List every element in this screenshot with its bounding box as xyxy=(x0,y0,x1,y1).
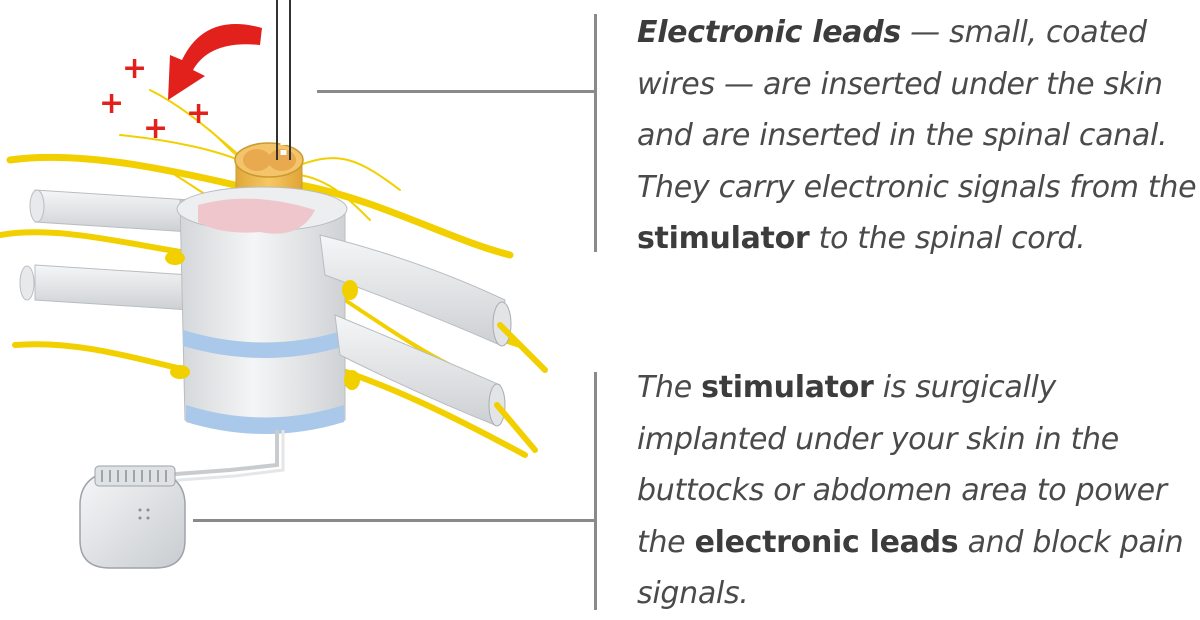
stimulator-device xyxy=(79,465,186,569)
right-processes xyxy=(319,234,548,453)
stimulation-signals: + + + + xyxy=(99,51,211,146)
term-stimulator: stimulator xyxy=(637,221,810,256)
stimulator-description-end: and block pain signals. xyxy=(637,524,1184,612)
plus-icon: + xyxy=(99,86,124,121)
plus-icon: + xyxy=(143,111,168,146)
leads-description-end: to the spinal cord. xyxy=(809,221,1086,256)
callout-bracket-stimulator xyxy=(594,372,597,610)
term-electronic-leads: electronic leads xyxy=(694,524,959,560)
curved-arrow-icon xyxy=(168,24,262,100)
stimulator-intro: The xyxy=(637,370,702,405)
upper-transverse-processes xyxy=(19,189,191,311)
callout-stimulator: The stimulator is surgically implanted u… xyxy=(637,362,1197,620)
term-electronic-leads: Electronic leads xyxy=(637,15,901,50)
leader-line-stimulator xyxy=(193,519,596,522)
vertebral-body xyxy=(176,186,348,434)
leader-line-leads xyxy=(317,90,596,93)
stimulator-description: is surgically implanted under your skin … xyxy=(637,370,1167,560)
plus-icon: + xyxy=(122,51,147,86)
spinal-cord-stimulator-illustration: + + + + xyxy=(0,0,548,569)
callout-electronic-leads: Electronic leads — small, coated wires —… xyxy=(637,7,1197,265)
leads-description: — small, coated wires — are inserted und… xyxy=(637,15,1197,205)
nerve-ganglia xyxy=(165,251,360,390)
plus-icon: + xyxy=(186,96,211,131)
term-stimulator: stimulator xyxy=(701,370,874,405)
callout-bracket-leads xyxy=(594,14,597,252)
